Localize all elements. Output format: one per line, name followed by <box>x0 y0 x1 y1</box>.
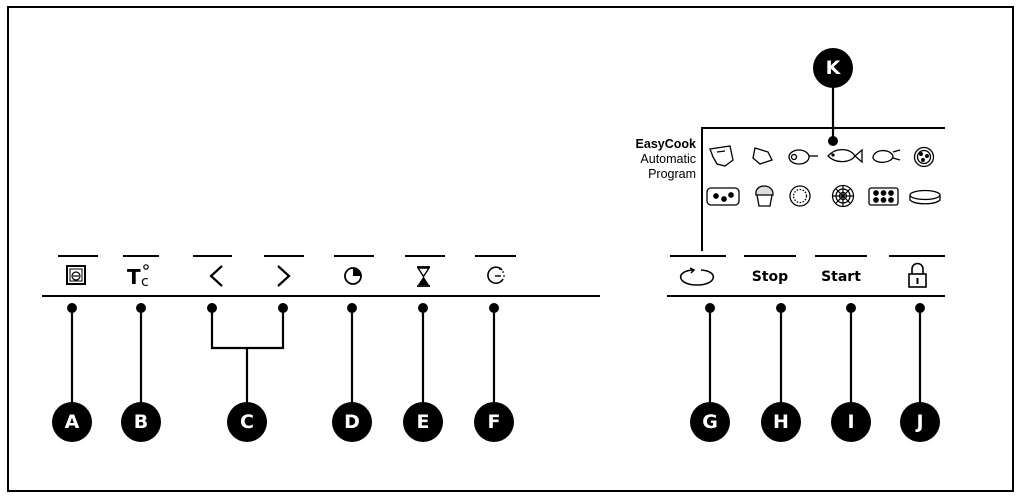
easycook-label: EasyCook Automatic Program <box>612 137 696 182</box>
poultry-icon <box>872 149 901 163</box>
chevron-right-icon[interactable] <box>277 265 291 287</box>
marker-c: C <box>227 402 267 442</box>
dashed-clock-icon[interactable] <box>487 266 505 285</box>
marker-j: J <box>900 402 940 442</box>
pie-icon <box>789 185 811 207</box>
beef-icon <box>709 145 734 167</box>
ham-icon <box>788 149 818 165</box>
cookies-tray-icon <box>868 187 899 206</box>
loop-icon[interactable] <box>679 267 715 286</box>
marker-g: G <box>690 402 730 442</box>
stop-button[interactable]: Stop <box>751 269 789 285</box>
lamb-icon <box>752 147 773 165</box>
marker-i: I <box>831 402 871 442</box>
svg-text:c: c <box>141 274 149 290</box>
easycook-title: EasyCook <box>635 137 696 151</box>
pizza-icon <box>913 146 935 168</box>
easycook-line-automatic: Automatic <box>640 152 696 166</box>
marker-a: A <box>52 402 92 442</box>
svg-text:T: T <box>127 265 141 289</box>
marker-h: H <box>761 402 801 442</box>
marker-e: E <box>403 402 443 442</box>
marker-k: K <box>813 48 853 88</box>
marker-b: B <box>121 402 161 442</box>
diagram-border <box>7 6 1014 492</box>
connector-dots <box>67 136 925 313</box>
casserole-icon <box>706 187 740 206</box>
temperature-icon[interactable]: T c <box>127 264 149 290</box>
fish-icon <box>827 148 863 164</box>
padlock-icon[interactable] <box>908 262 927 288</box>
hourglass-icon[interactable] <box>416 266 431 287</box>
easycook-line-program: Program <box>648 167 696 181</box>
start-button[interactable]: Start <box>821 269 861 285</box>
clock-quarter-icon[interactable] <box>344 267 362 285</box>
tart-icon <box>831 184 855 208</box>
leader-lines <box>70 86 922 405</box>
chevron-left-icon[interactable] <box>209 265 223 287</box>
marker-f: F <box>474 402 514 442</box>
muffin-icon <box>755 185 774 207</box>
oven-fan-icon[interactable] <box>66 265 86 285</box>
cake-icon <box>909 189 941 205</box>
marker-d: D <box>332 402 372 442</box>
